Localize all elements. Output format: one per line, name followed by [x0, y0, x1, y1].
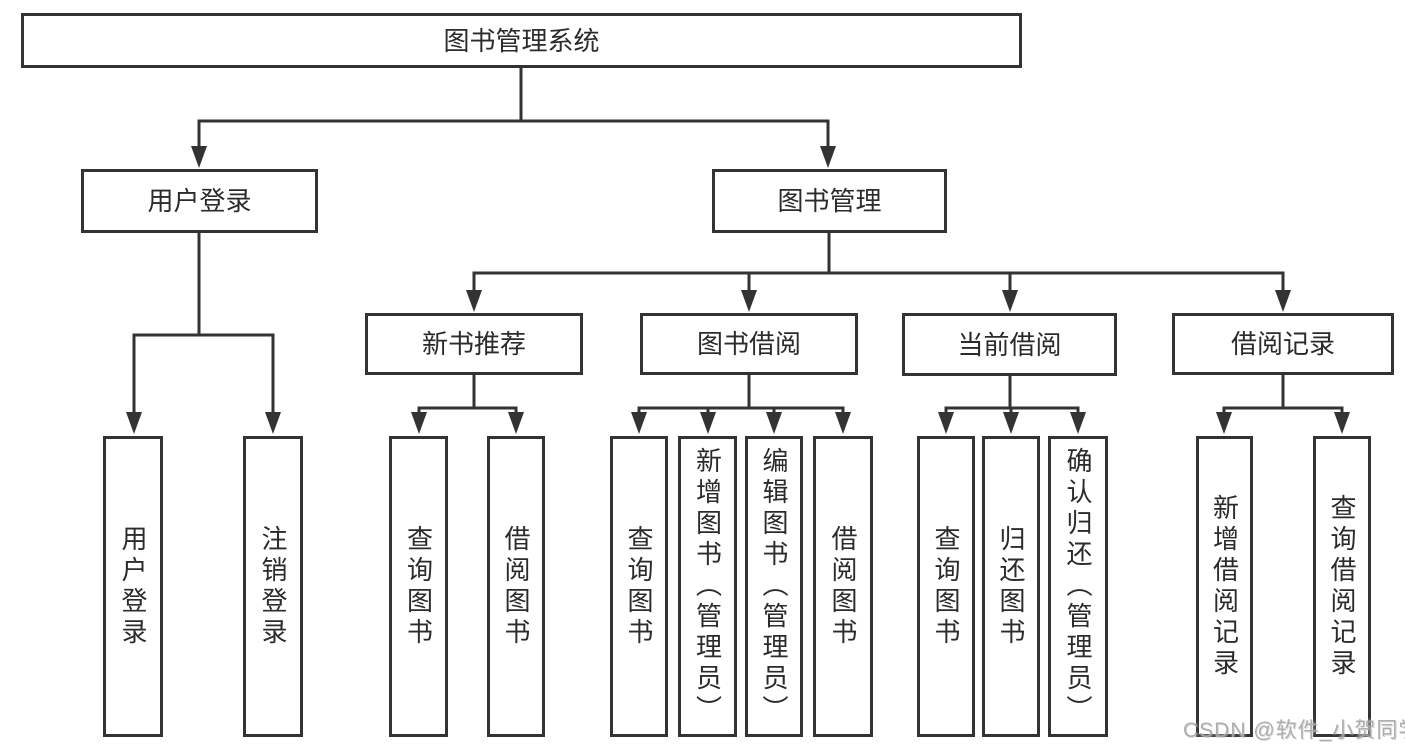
node-new-book-recommend: 新书推荐 — [365, 313, 583, 375]
node-book-borrow: 图书借阅 — [640, 313, 858, 375]
leaf-confirm-return-admin: 确认归还（管理员） — [1048, 436, 1108, 737]
node-library-system: 图书管理系统 — [21, 13, 1022, 68]
leaf-query-books-current: 查询图书 — [917, 436, 975, 737]
connector-user-login-to-leaves — [126, 231, 281, 434]
leaf-add-borrow-record: 新增借阅记录 — [1196, 436, 1253, 737]
leaf-return-book: 归还图书 — [982, 436, 1040, 737]
leaf-logout: 注销登录 — [243, 436, 303, 737]
leaf-edit-book-admin: 编辑图书（管理员） — [745, 436, 803, 737]
leaf-query-books-recommend: 查询图书 — [389, 436, 448, 737]
connector-borrow-records-to-leaves — [1216, 373, 1350, 434]
connector-root-to-level2 — [191, 66, 836, 168]
connector-current-borrow-to-leaves — [938, 374, 1086, 434]
connector-book-mgmt-to-level3 — [466, 231, 1291, 312]
node-book-management: 图书管理 — [712, 169, 947, 233]
leaf-borrow-books-recommend: 借阅图书 — [487, 436, 545, 737]
leaf-query-borrow-record: 查询借阅记录 — [1313, 436, 1371, 737]
leaf-add-book-admin: 新增图书（管理员） — [678, 436, 737, 737]
connector-new-book-to-leaves — [411, 373, 524, 434]
connector-book-borrow-to-leaves — [631, 373, 851, 434]
csdn-watermark: CSDN @软件_小贺同学 — [1183, 719, 1405, 742]
node-borrow-records: 借阅记录 — [1172, 313, 1394, 375]
node-current-borrow: 当前借阅 — [902, 313, 1117, 376]
node-user-login: 用户登录 — [81, 169, 318, 233]
leaf-borrow-books: 借阅图书 — [813, 436, 873, 737]
leaf-query-books-borrow: 查询图书 — [610, 436, 668, 737]
leaf-user-login: 用户登录 — [103, 436, 163, 737]
